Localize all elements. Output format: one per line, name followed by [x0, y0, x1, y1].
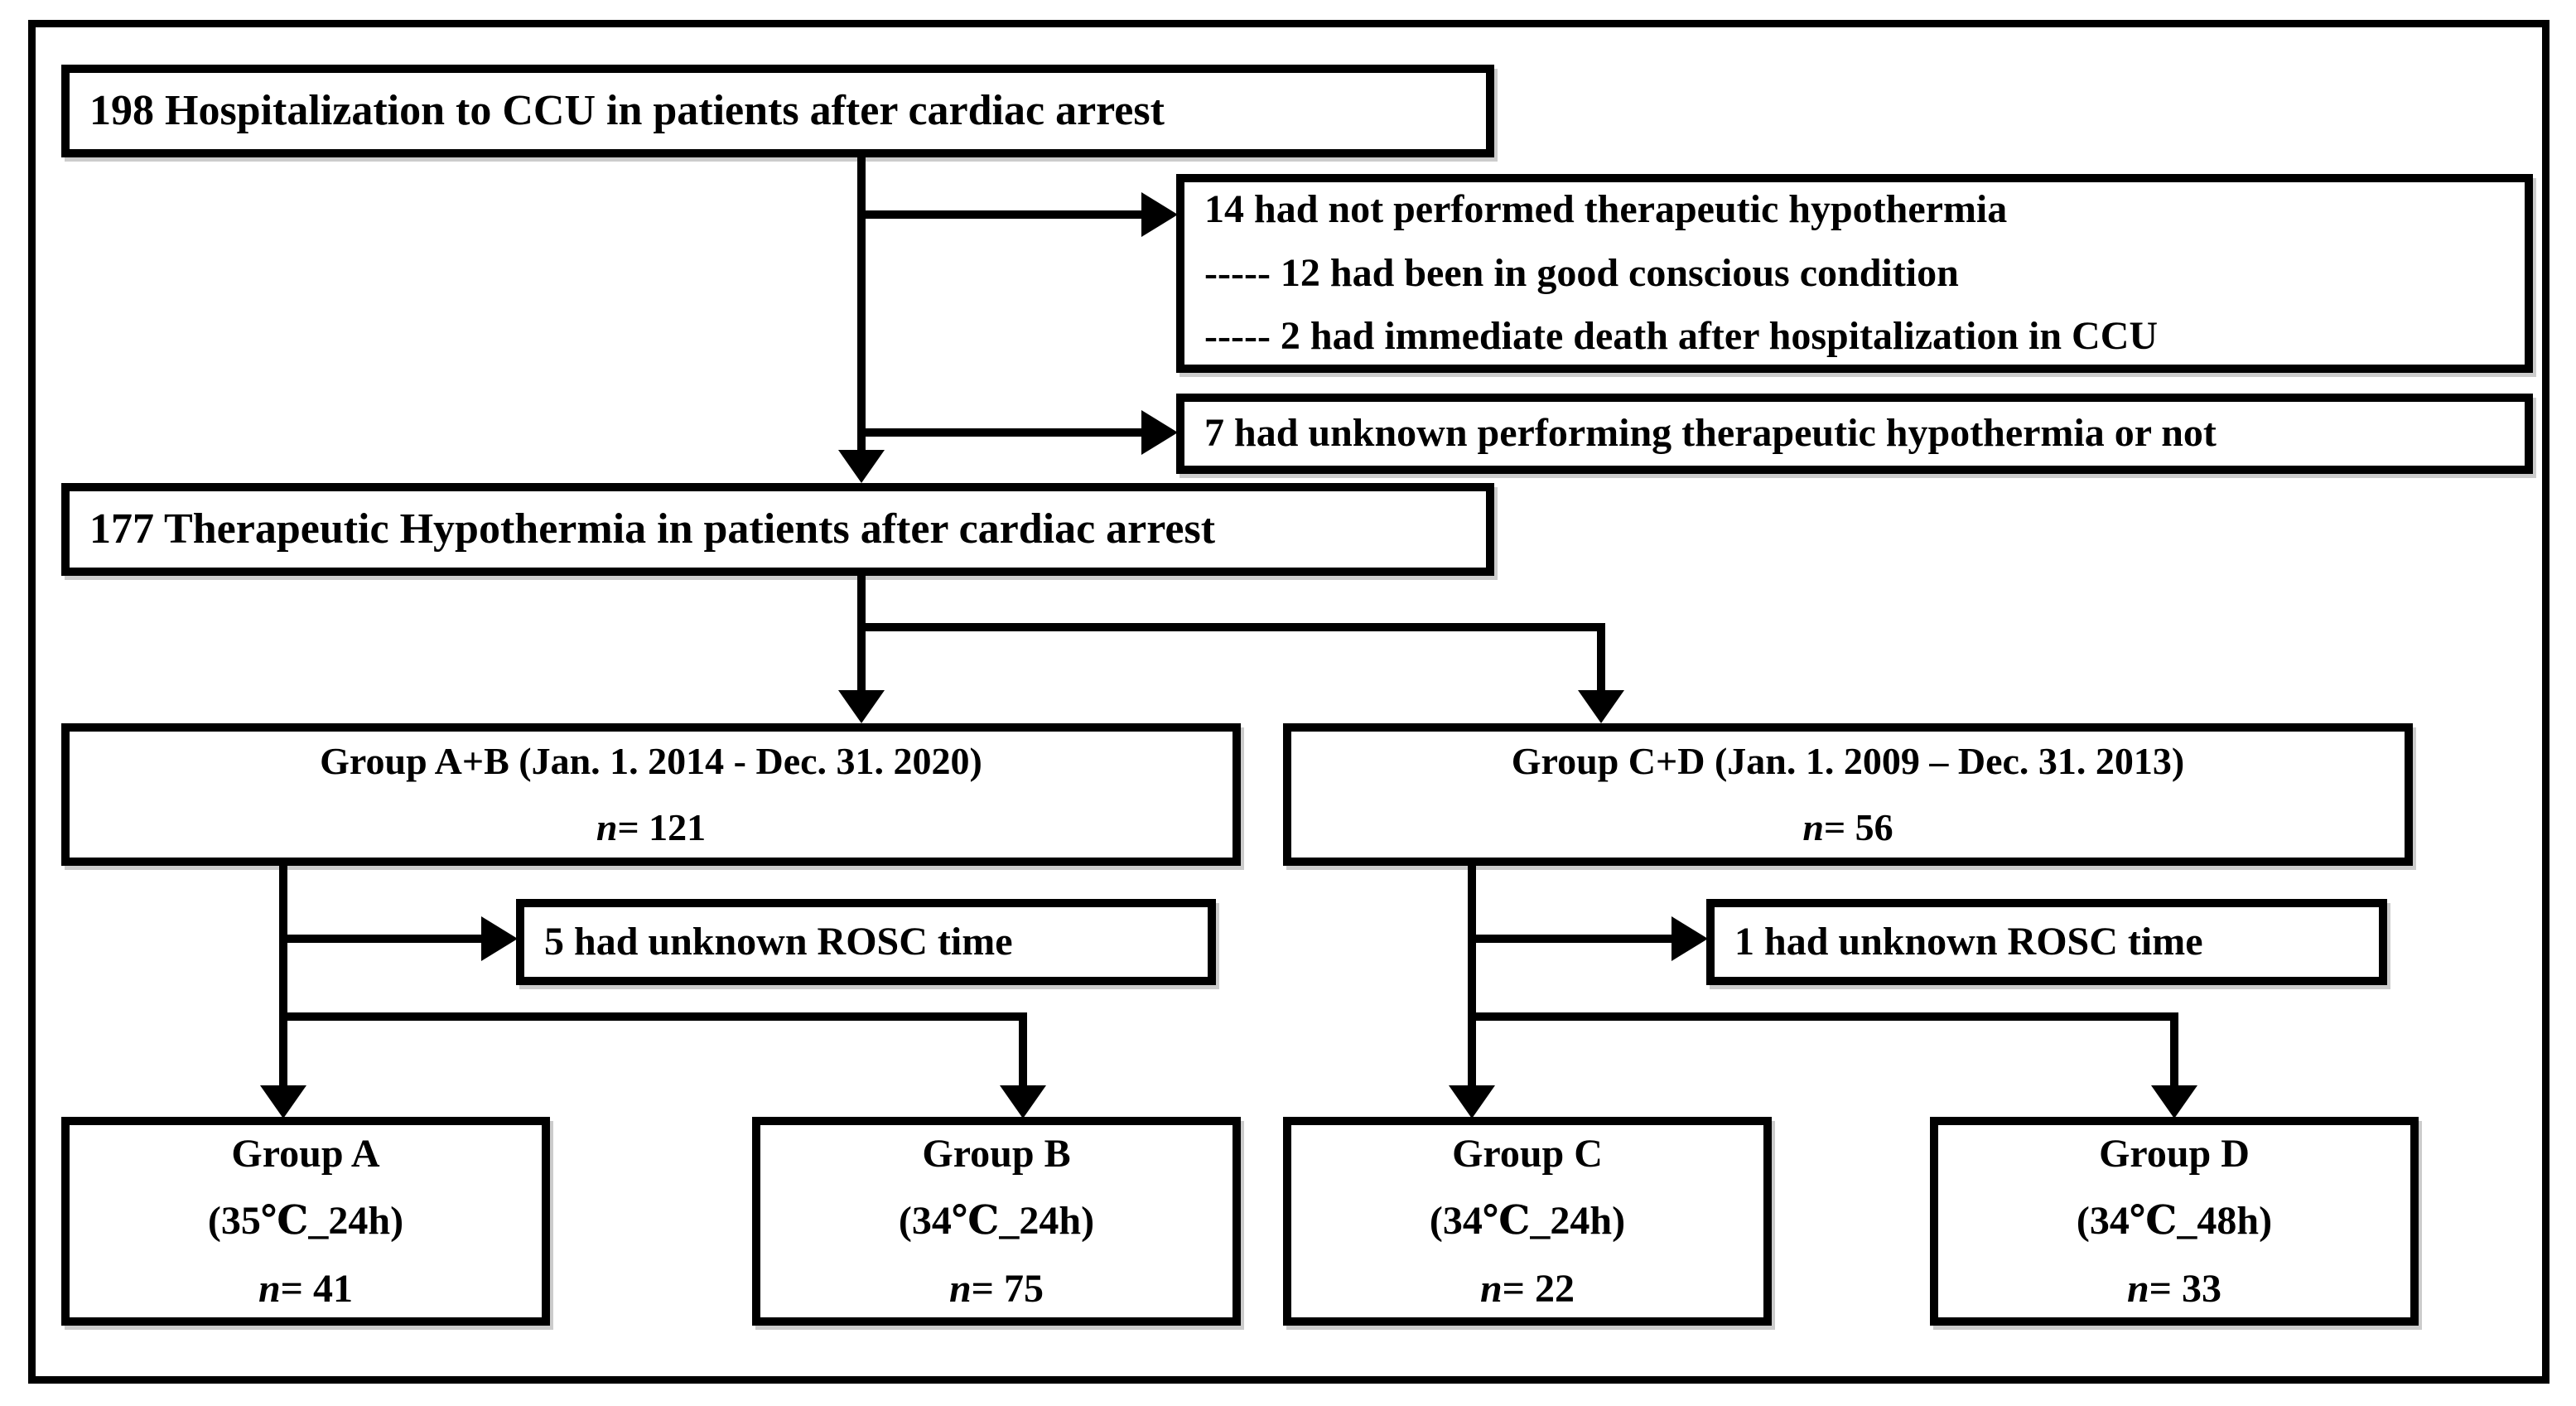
connector-drop-group-ab	[857, 623, 866, 692]
arrow-into-group-cd	[1578, 690, 1624, 723]
group-c-title: Group C	[1452, 1131, 1603, 1176]
group-d-n-value: = 33	[2149, 1266, 2222, 1311]
group-b-title: Group B	[922, 1131, 1071, 1176]
group-a-n-label: n	[258, 1266, 281, 1311]
group-d-n-label: n	[2126, 1266, 2149, 1311]
group-a-n: n= 41	[70, 1255, 542, 1323]
group-c-n-value: = 22	[1502, 1266, 1575, 1311]
group-cd-title: Group C+D (Jan. 1. 2009 – Dec. 31. 2013)	[1511, 739, 2185, 782]
group-cd-n: n= 56	[1291, 795, 2405, 862]
rosc-ab-text: 5 had unknown ROSC time	[544, 919, 1013, 964]
excluded-hypothermia-line2: ----- 12 had been in good conscious cond…	[1204, 250, 1959, 295]
figure-border	[28, 20, 2549, 1384]
group-a-title: Group A	[231, 1131, 380, 1176]
rosc-cd-text: 1 had unknown ROSC time	[1734, 919, 2203, 964]
connector-branch-excluded-hypothermia	[861, 210, 1141, 219]
connector-split-upper	[857, 623, 1605, 631]
box-group-d: Group D (34℃_48h) n= 33	[1930, 1117, 2419, 1326]
box-hospitalization-text: 198 Hospitalization to CCU in patients a…	[89, 86, 1165, 134]
group-d-n: n= 33	[1938, 1255, 2410, 1323]
group-cd-n-value: = 56	[1823, 806, 1893, 848]
group-ab-n-value: = 121	[617, 806, 707, 848]
box-group-cd: Group C+D (Jan. 1. 2009 – Dec. 31. 2013)…	[1283, 723, 2413, 866]
box-excluded-unknown: 7 had unknown performing therapeutic hyp…	[1176, 394, 2533, 474]
connector-drop-group-d	[2170, 1012, 2178, 1087]
group-ab-n: n= 121	[70, 795, 1233, 862]
excluded-hypothermia-line1: 14 had not performed therapeutic hypothe…	[1204, 186, 2008, 231]
group-b-n-label: n	[948, 1266, 972, 1311]
arrow-into-rosc-cd	[1672, 916, 1708, 961]
connector-group-ab-stem	[279, 866, 287, 1087]
connector-drop-group-cd	[1597, 623, 1605, 692]
box-group-b: Group B (34℃_24h) n= 75	[752, 1117, 1241, 1326]
arrow-into-group-a	[260, 1085, 306, 1119]
connector-branch-rosc-ab	[283, 935, 481, 943]
arrow-into-group-b	[1000, 1085, 1046, 1119]
group-b-n: n= 75	[760, 1255, 1233, 1323]
excluded-hypothermia-line3: ----- 2 had immediate death after hospit…	[1204, 314, 2159, 359]
box-therapeutic-hypothermia: 177 Therapeutic Hypothermia in patients …	[61, 483, 1494, 576]
group-c-condition: (34℃_24h)	[1429, 1199, 1626, 1244]
connector-hospitalization-stem	[857, 157, 866, 452]
group-ab-n-label: n	[596, 806, 618, 848]
box-rosc-cd: 1 had unknown ROSC time	[1706, 899, 2387, 985]
arrow-into-excluded-unknown	[1141, 410, 1178, 455]
group-c-n: n= 22	[1291, 1255, 1763, 1323]
group-cd-n-label: n	[1802, 806, 1824, 848]
connector-split-cd	[1468, 1012, 2178, 1021]
group-a-condition: (35℃_24h)	[207, 1199, 404, 1244]
connector-drop-group-b	[1019, 1012, 1027, 1087]
group-b-n-value: = 75	[971, 1266, 1044, 1311]
arrow-into-rosc-ab	[481, 916, 518, 961]
arrow-into-group-d	[2151, 1085, 2197, 1119]
arrow-into-therapeutic-hypothermia	[838, 450, 885, 483]
connector-therapeutic-stem	[857, 576, 866, 631]
arrow-into-group-c	[1449, 1085, 1495, 1119]
connector-group-cd-stem	[1468, 866, 1476, 1087]
group-c-n-label: n	[1479, 1266, 1503, 1311]
box-group-ab: Group A+B (Jan. 1. 2014 - Dec. 31. 2020)…	[61, 723, 1241, 866]
box-excluded-hypothermia: 14 had not performed therapeutic hypothe…	[1176, 174, 2533, 373]
excluded-unknown-text: 7 had unknown performing therapeutic hyp…	[1204, 411, 2217, 456]
connector-split-ab	[279, 1012, 1027, 1021]
therapeutic-hypothermia-text: 177 Therapeutic Hypothermia in patients …	[89, 505, 1216, 553]
arrow-into-group-ab	[838, 690, 885, 723]
box-rosc-ab: 5 had unknown ROSC time	[516, 899, 1216, 985]
group-d-title: Group D	[2099, 1131, 2250, 1176]
arrow-into-excluded-hypothermia	[1141, 192, 1178, 237]
connector-branch-rosc-cd	[1472, 935, 1672, 943]
group-d-condition: (34℃_48h)	[2076, 1199, 2273, 1244]
box-group-a: Group A (35℃_24h) n= 41	[61, 1117, 550, 1326]
group-ab-title: Group A+B (Jan. 1. 2014 - Dec. 31. 2020)	[320, 739, 982, 782]
box-group-c: Group C (34℃_24h) n= 22	[1283, 1117, 1772, 1326]
group-b-condition: (34℃_24h)	[898, 1199, 1095, 1244]
box-hospitalization: 198 Hospitalization to CCU in patients a…	[61, 65, 1494, 157]
connector-branch-excluded-unknown	[861, 428, 1141, 437]
group-a-n-value: = 41	[280, 1266, 354, 1311]
